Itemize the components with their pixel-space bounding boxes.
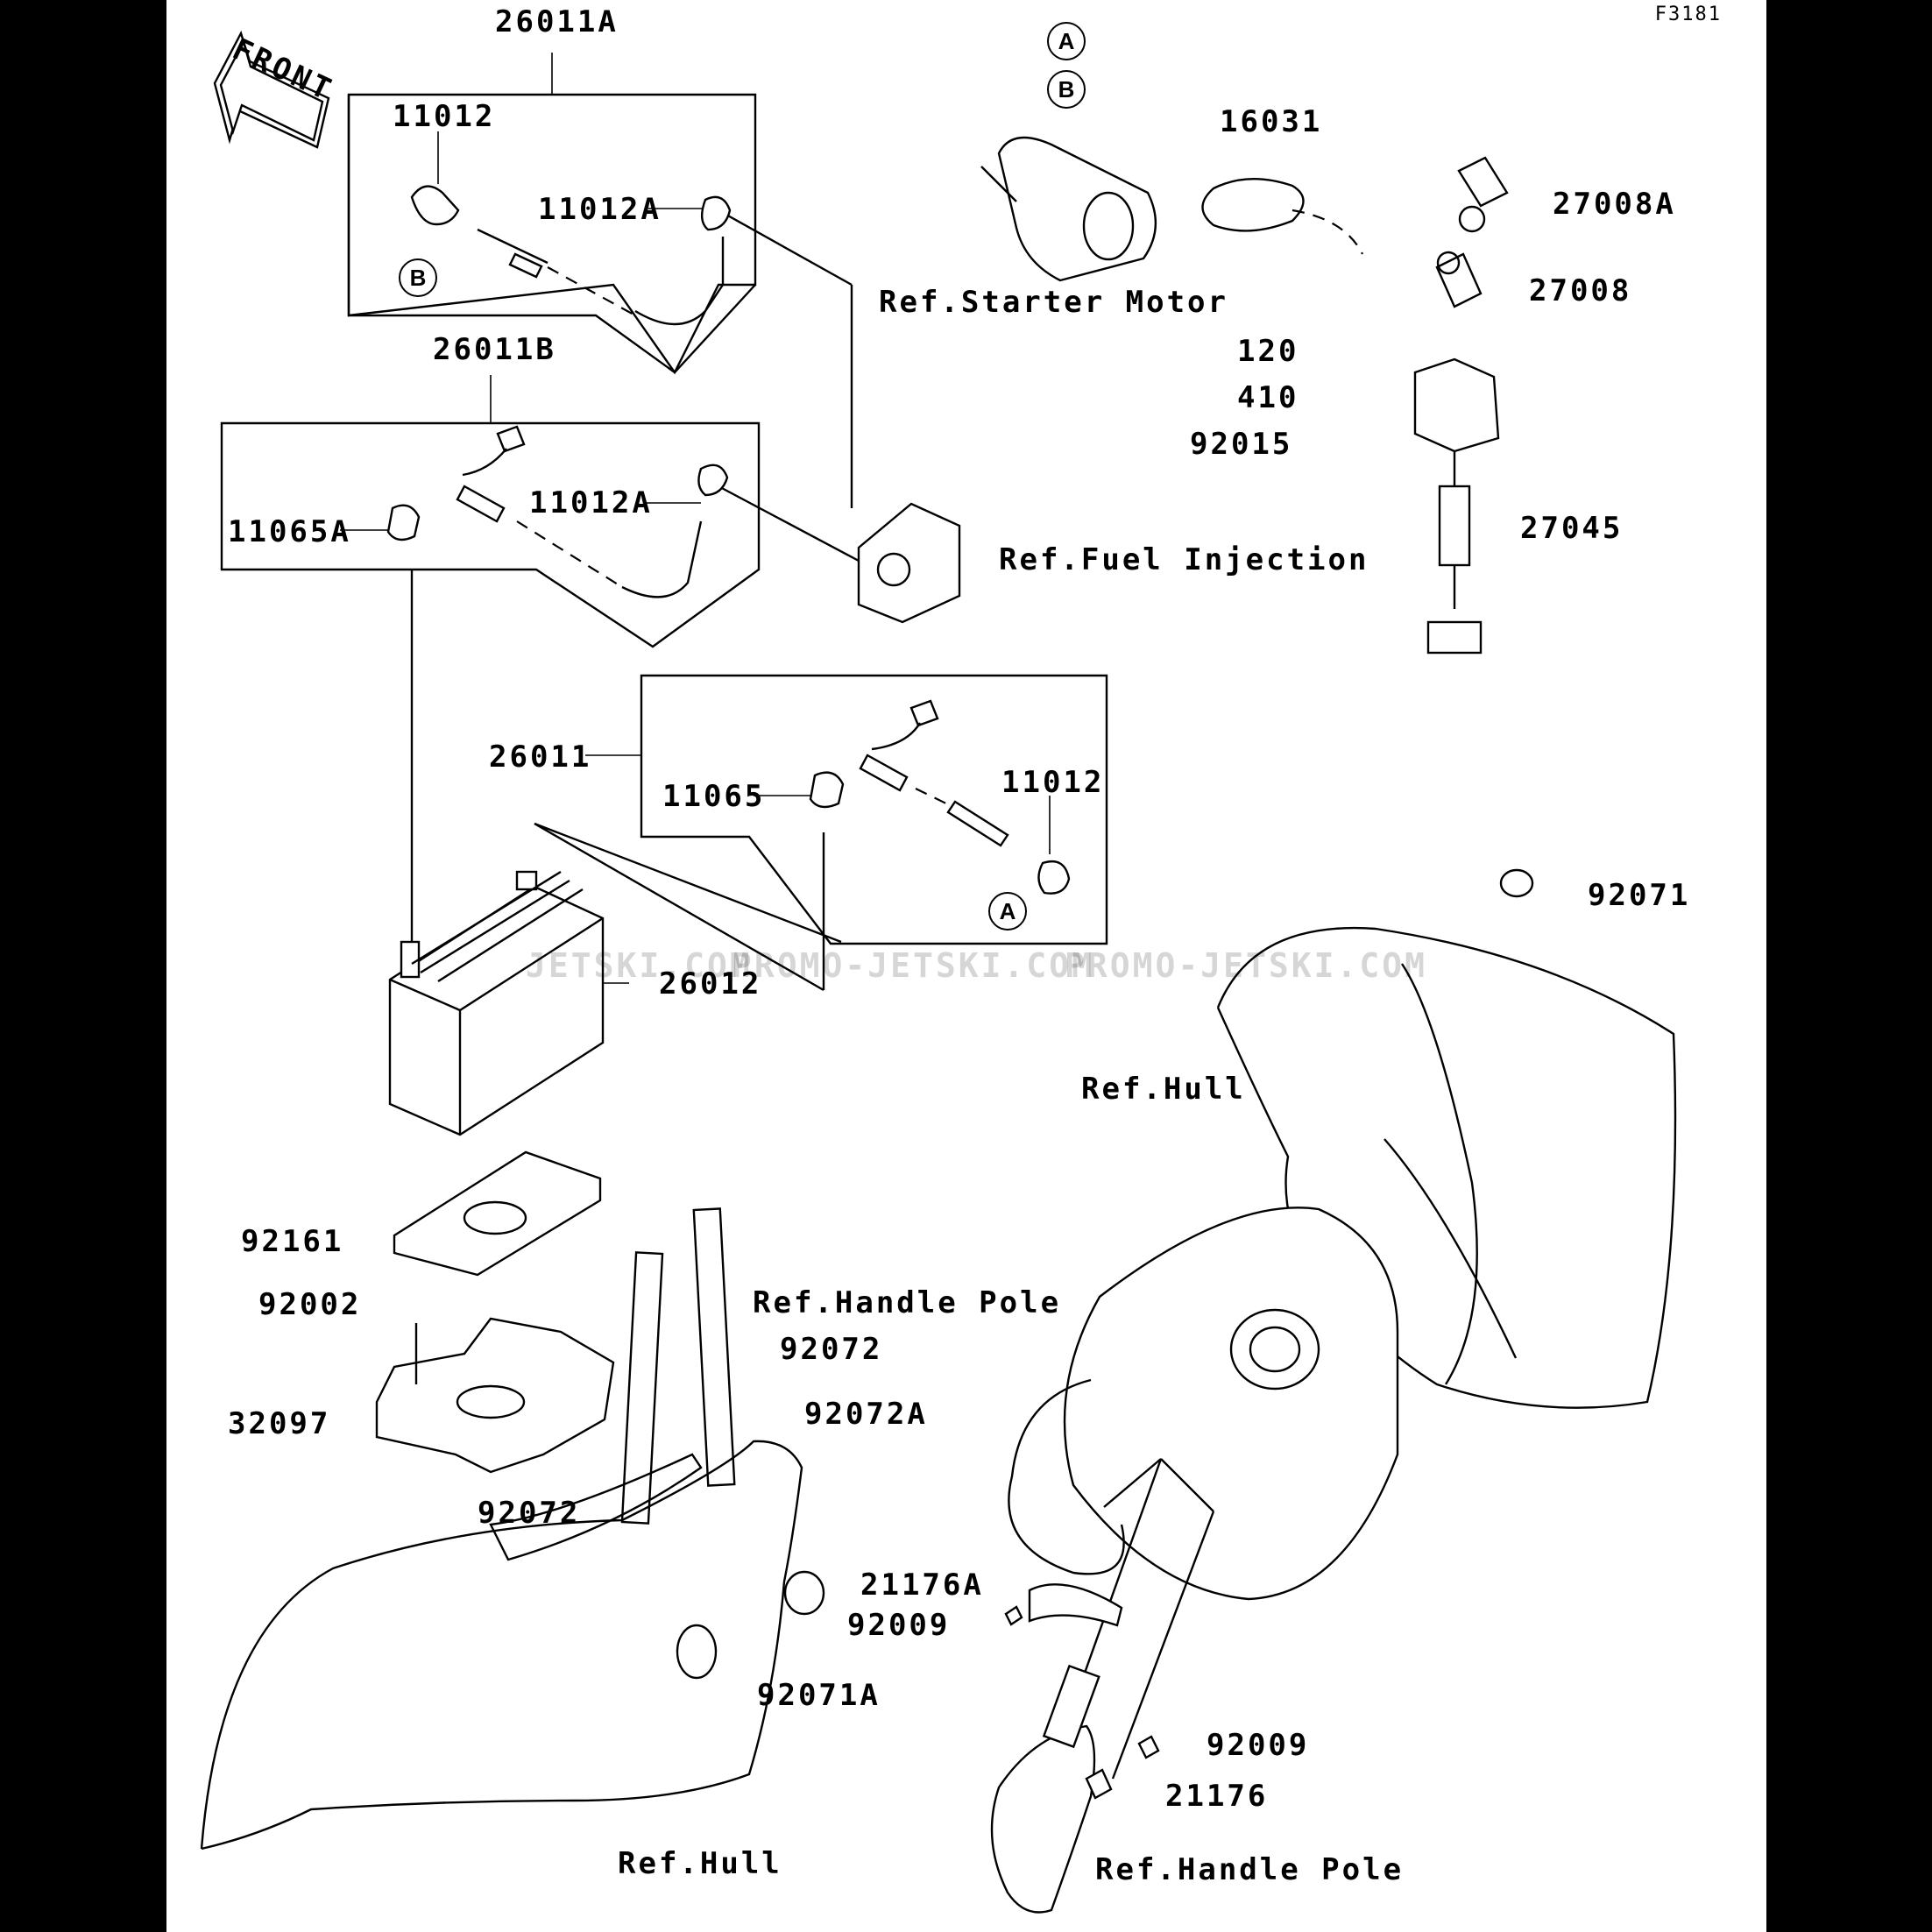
callout-b-cable: B (399, 258, 437, 297)
group-box-26011b (220, 421, 761, 648)
label-92002: 92002 (258, 1287, 362, 1322)
group-box-26011a (347, 93, 757, 375)
battery-cover-92161 (393, 1150, 602, 1277)
starter-motor (980, 136, 1157, 282)
label-26011a: 26011A (495, 4, 619, 39)
ref-handle-pole-bottom: Ref.Handle Pole (1095, 1852, 1405, 1887)
callout-a-starter: A (1047, 22, 1086, 60)
cable-26011b (386, 425, 729, 598)
label-92071: 92071 (1588, 878, 1691, 913)
label-92015: 92015 (1190, 427, 1293, 462)
label-21176a: 21176A (860, 1568, 984, 1603)
handle-pole-lower (990, 1664, 1160, 1914)
cable-26011a (410, 185, 732, 326)
label-11012-top: 11012 (393, 99, 496, 134)
keys (1435, 156, 1509, 308)
callout-b-starter: B (1047, 70, 1086, 109)
label-92009-a: 92009 (847, 1608, 951, 1643)
battery-26012 (388, 870, 605, 1136)
label-11012-mid: 11012 (1001, 765, 1105, 800)
label-26011: 26011 (489, 740, 592, 775)
label-26011b: 26011B (433, 332, 556, 367)
battery-case-32097 (375, 1317, 615, 1474)
label-27008: 27008 (1529, 273, 1632, 308)
label-27045: 27045 (1520, 511, 1624, 546)
label-120: 120 (1237, 334, 1299, 369)
strap-92072-left (620, 1251, 664, 1525)
label-11065: 11065 (662, 779, 766, 814)
label-92072a: 92072A (804, 1397, 928, 1432)
ref-hull-right: Ref.Hull (1081, 1072, 1246, 1107)
hull-right (1216, 926, 1677, 1409)
front-arrow (213, 30, 330, 149)
group-box-26011 (640, 674, 1108, 945)
clamp-21176a (1028, 1583, 1123, 1627)
label-11012a-top: 11012A (538, 192, 662, 227)
throttle-body (857, 502, 961, 624)
ref-handle-pole-mid: Ref.Handle Pole (753, 1285, 1062, 1320)
ref-starter-motor: Ref.Starter Motor (879, 285, 1228, 320)
label-11012a-mid: 11012A (529, 485, 653, 520)
group-box-26011a-frame (347, 95, 756, 374)
label-92072-left: 92072 (478, 1496, 581, 1531)
key-float-16031 (1201, 178, 1363, 255)
ref-fuel-injection: Ref.Fuel Injection (999, 542, 1369, 577)
watermark-3: PROMO-JETSKI.COM (1065, 946, 1428, 985)
watermark-1: JETSKI.COM (526, 946, 753, 985)
wire-harness (1008, 1378, 1125, 1575)
strap-92072-right (692, 1207, 736, 1487)
label-92072-right: 92072 (780, 1332, 883, 1367)
label-26012: 26012 (659, 966, 762, 1001)
label-32097: 32097 (228, 1406, 331, 1441)
hull-bottom (200, 1440, 803, 1851)
grommet-92071 (1499, 868, 1534, 898)
label-92009-b: 92009 (1207, 1728, 1310, 1763)
label-16031: 16031 (1220, 104, 1323, 139)
handle-pole-plate (1063, 1207, 1399, 1601)
label-92071a: 92071A (757, 1678, 881, 1713)
label-11065a: 11065A (228, 514, 351, 549)
ref-hull-bottom: Ref.Hull (618, 1846, 782, 1881)
cable-26011 (809, 699, 1071, 895)
label-410: 410 (1237, 380, 1299, 415)
callout-a-cable: A (988, 892, 1027, 931)
label-92161: 92161 (241, 1224, 344, 1259)
screw-92009-a (1004, 1605, 1023, 1626)
figure-code: F3181 (1654, 4, 1722, 25)
watermark-2: PROMO-JETSKI.COM (732, 946, 1095, 985)
label-27008a: 27008A (1553, 187, 1676, 222)
label-21176: 21176 (1165, 1779, 1269, 1814)
switch-27045 (1413, 357, 1500, 655)
grommet-92071a (783, 1570, 825, 1616)
